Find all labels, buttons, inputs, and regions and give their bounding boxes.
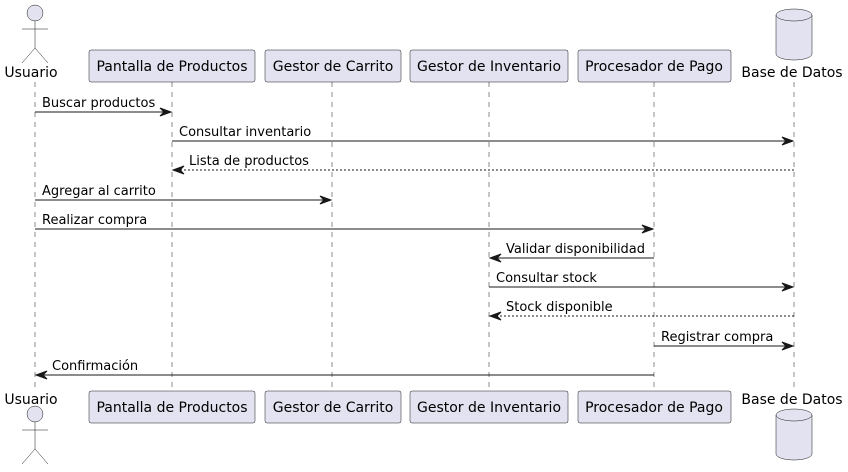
arrowhead-icon	[34, 370, 48, 380]
actor-usuario-bottom: Usuario	[4, 392, 58, 465]
arrowhead-icon	[781, 136, 795, 146]
participant-carrito-bottom: Gestor de Carrito	[264, 390, 402, 424]
participant-pantalla-label-bottom: Pantalla de Productos	[96, 400, 247, 416]
arrowhead-icon	[641, 224, 655, 234]
arrowhead-icon	[171, 165, 185, 175]
message-label: Confirmación	[52, 359, 138, 374]
actor-usuario-top: Usuario	[4, 4, 58, 81]
message-label: Lista de productos	[189, 154, 309, 169]
message-1: Buscar productos	[35, 96, 173, 117]
message-label: Consultar stock	[496, 271, 597, 286]
message-label: Stock disponible	[506, 300, 613, 315]
participant-pago-label: Procesador de Pago	[585, 59, 723, 75]
arrowhead-icon	[319, 195, 333, 205]
message-label: Registrar compra	[661, 330, 773, 345]
database-bd-top: Base de Datos	[741, 8, 843, 81]
participant-carrito-top: Gestor de Carrito	[264, 49, 402, 83]
message-label: Consultar inventario	[179, 125, 311, 140]
message-2: Consultar inventario	[172, 125, 795, 146]
message-4: Agregar al carrito	[35, 184, 333, 205]
arrowhead-icon	[488, 311, 502, 321]
participant-bd-label-bottom: Base de Datos	[741, 392, 842, 408]
participant-pantalla-label: Pantalla de Productos	[96, 59, 247, 75]
participant-carrito-label: Gestor de Carrito	[273, 59, 394, 75]
message-3: Lista de productos	[171, 154, 794, 175]
message-10: Confirmación	[34, 359, 654, 380]
message-label: Realizar compra	[42, 213, 147, 228]
participant-pago-bottom: Procesador de Pago	[577, 390, 732, 424]
participant-usuario-label: Usuario	[4, 65, 57, 81]
message-7: Consultar stock	[489, 271, 795, 292]
participant-inventario-bottom: Gestor de Inventario	[409, 390, 569, 424]
message-label: Validar disponibilidad	[506, 242, 645, 257]
participant-pantalla-bottom: Pantalla de Productos	[88, 390, 256, 424]
database-bd-bottom: Base de Datos	[741, 392, 843, 461]
arrowhead-icon	[159, 107, 173, 117]
arrowhead-icon	[488, 253, 502, 263]
participant-pago-label-bottom: Procesador de Pago	[585, 400, 723, 416]
arrowhead-icon	[781, 282, 795, 292]
participant-inventario-label-bottom: Gestor de Inventario	[417, 400, 561, 416]
participant-inventario-top: Gestor de Inventario	[409, 49, 569, 83]
participant-carrito-label-bottom: Gestor de Carrito	[273, 400, 394, 416]
participant-bd-label: Base de Datos	[741, 65, 842, 81]
message-9: Registrar compra	[654, 330, 795, 351]
message-8: Stock disponible	[488, 300, 794, 321]
arrowhead-icon	[781, 341, 795, 351]
participant-inventario-label: Gestor de Inventario	[417, 59, 561, 75]
message-5: Realizar compra	[35, 213, 655, 234]
participant-usuario-label-bottom: Usuario	[4, 392, 57, 408]
participant-pago-top: Procesador de Pago	[577, 49, 732, 83]
participant-pantalla-top: Pantalla de Productos	[88, 49, 256, 83]
message-6: Validar disponibilidad	[488, 242, 654, 263]
message-label: Agregar al carrito	[42, 184, 156, 199]
message-label: Buscar productos	[42, 96, 155, 111]
